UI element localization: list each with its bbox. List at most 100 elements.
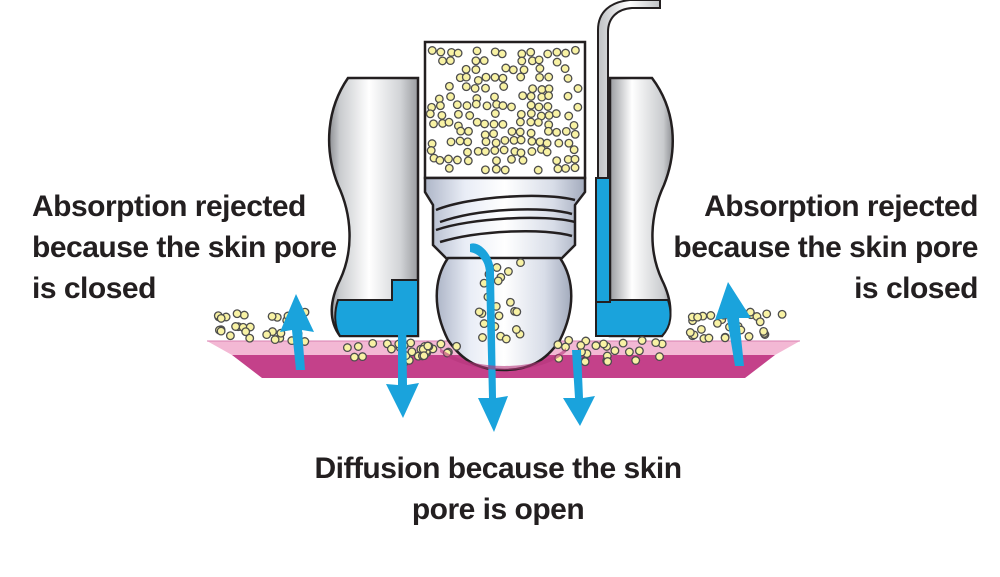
granule — [573, 84, 583, 93]
granule — [461, 72, 471, 82]
granule — [560, 64, 570, 74]
granule — [543, 126, 553, 136]
granule — [515, 127, 525, 137]
granule — [501, 334, 511, 344]
granule — [342, 343, 352, 353]
granule — [471, 56, 481, 66]
granule — [519, 65, 529, 75]
granule — [511, 325, 521, 334]
granule — [480, 147, 490, 156]
granule — [267, 311, 277, 321]
granule — [470, 83, 480, 93]
granule — [491, 164, 501, 174]
granule — [465, 111, 475, 120]
granule — [471, 99, 481, 109]
granule — [542, 138, 552, 148]
granule — [497, 49, 507, 59]
granule — [461, 82, 471, 92]
granule — [561, 126, 571, 136]
granule — [444, 117, 454, 127]
granule — [239, 310, 249, 320]
granule — [544, 72, 554, 82]
granule — [618, 338, 628, 348]
granule — [693, 312, 703, 322]
granule — [527, 136, 537, 146]
granule — [241, 327, 251, 337]
granule — [551, 109, 561, 119]
granule — [505, 297, 515, 307]
granule — [570, 45, 580, 55]
granule — [553, 340, 563, 350]
granule — [542, 147, 552, 157]
granule — [561, 48, 571, 58]
feed-tube — [597, 0, 661, 179]
granule — [561, 163, 571, 173]
granule — [471, 65, 481, 75]
granule — [526, 47, 536, 57]
granule — [262, 330, 272, 340]
tip-shadow — [440, 348, 566, 370]
granule — [526, 117, 536, 127]
granule — [453, 48, 463, 58]
granule — [473, 75, 483, 85]
granule — [482, 101, 492, 111]
granule — [425, 109, 435, 119]
granule — [492, 263, 502, 272]
granule — [516, 258, 525, 268]
granule — [216, 326, 226, 336]
granule — [777, 309, 787, 319]
granule — [473, 146, 483, 156]
granule — [580, 357, 590, 367]
granule — [706, 311, 716, 320]
label-rejected-right: Absorption rejected because the skin por… — [673, 190, 978, 305]
arrow-diffusion-center — [470, 243, 508, 432]
granule — [651, 338, 661, 348]
applicator-nozzle — [423, 176, 587, 372]
granule — [503, 267, 513, 276]
granule — [225, 331, 235, 341]
label-rejected-left: Absorption rejected because the skin por… — [32, 190, 337, 305]
granule — [349, 352, 359, 362]
granule — [446, 137, 456, 147]
granule — [444, 81, 454, 91]
granule — [570, 163, 580, 173]
granule — [446, 92, 456, 102]
granule — [544, 91, 554, 101]
granule — [499, 82, 509, 91]
granule — [481, 137, 491, 147]
granule — [501, 63, 511, 73]
granule — [544, 110, 554, 120]
granule — [461, 64, 471, 74]
granule — [464, 126, 473, 136]
granule — [512, 307, 522, 317]
granule — [526, 100, 536, 110]
granule — [407, 347, 417, 357]
flow-arrows — [280, 243, 751, 432]
granule — [500, 165, 510, 175]
granule — [570, 154, 580, 164]
granule — [535, 72, 545, 82]
granule — [507, 154, 516, 164]
granule — [438, 56, 447, 66]
granule — [518, 155, 528, 165]
arrow-left-rejected — [280, 294, 314, 370]
granule — [478, 333, 487, 342]
granule — [245, 333, 255, 343]
granule — [563, 91, 573, 101]
granule — [494, 311, 504, 321]
granule — [358, 352, 367, 362]
granule — [479, 319, 489, 329]
granule — [535, 137, 545, 147]
granule — [507, 127, 517, 136]
granule — [444, 154, 453, 164]
granule — [480, 165, 490, 175]
granule — [552, 127, 562, 137]
granule — [552, 156, 562, 166]
housing-left-wall — [327, 76, 420, 338]
nozzle-thread — [435, 194, 576, 244]
label-diffusion: Diffusion because the skin pore is open — [314, 452, 682, 526]
granule — [552, 57, 562, 67]
granule — [498, 101, 508, 111]
granule — [216, 313, 226, 323]
granule — [563, 73, 573, 83]
